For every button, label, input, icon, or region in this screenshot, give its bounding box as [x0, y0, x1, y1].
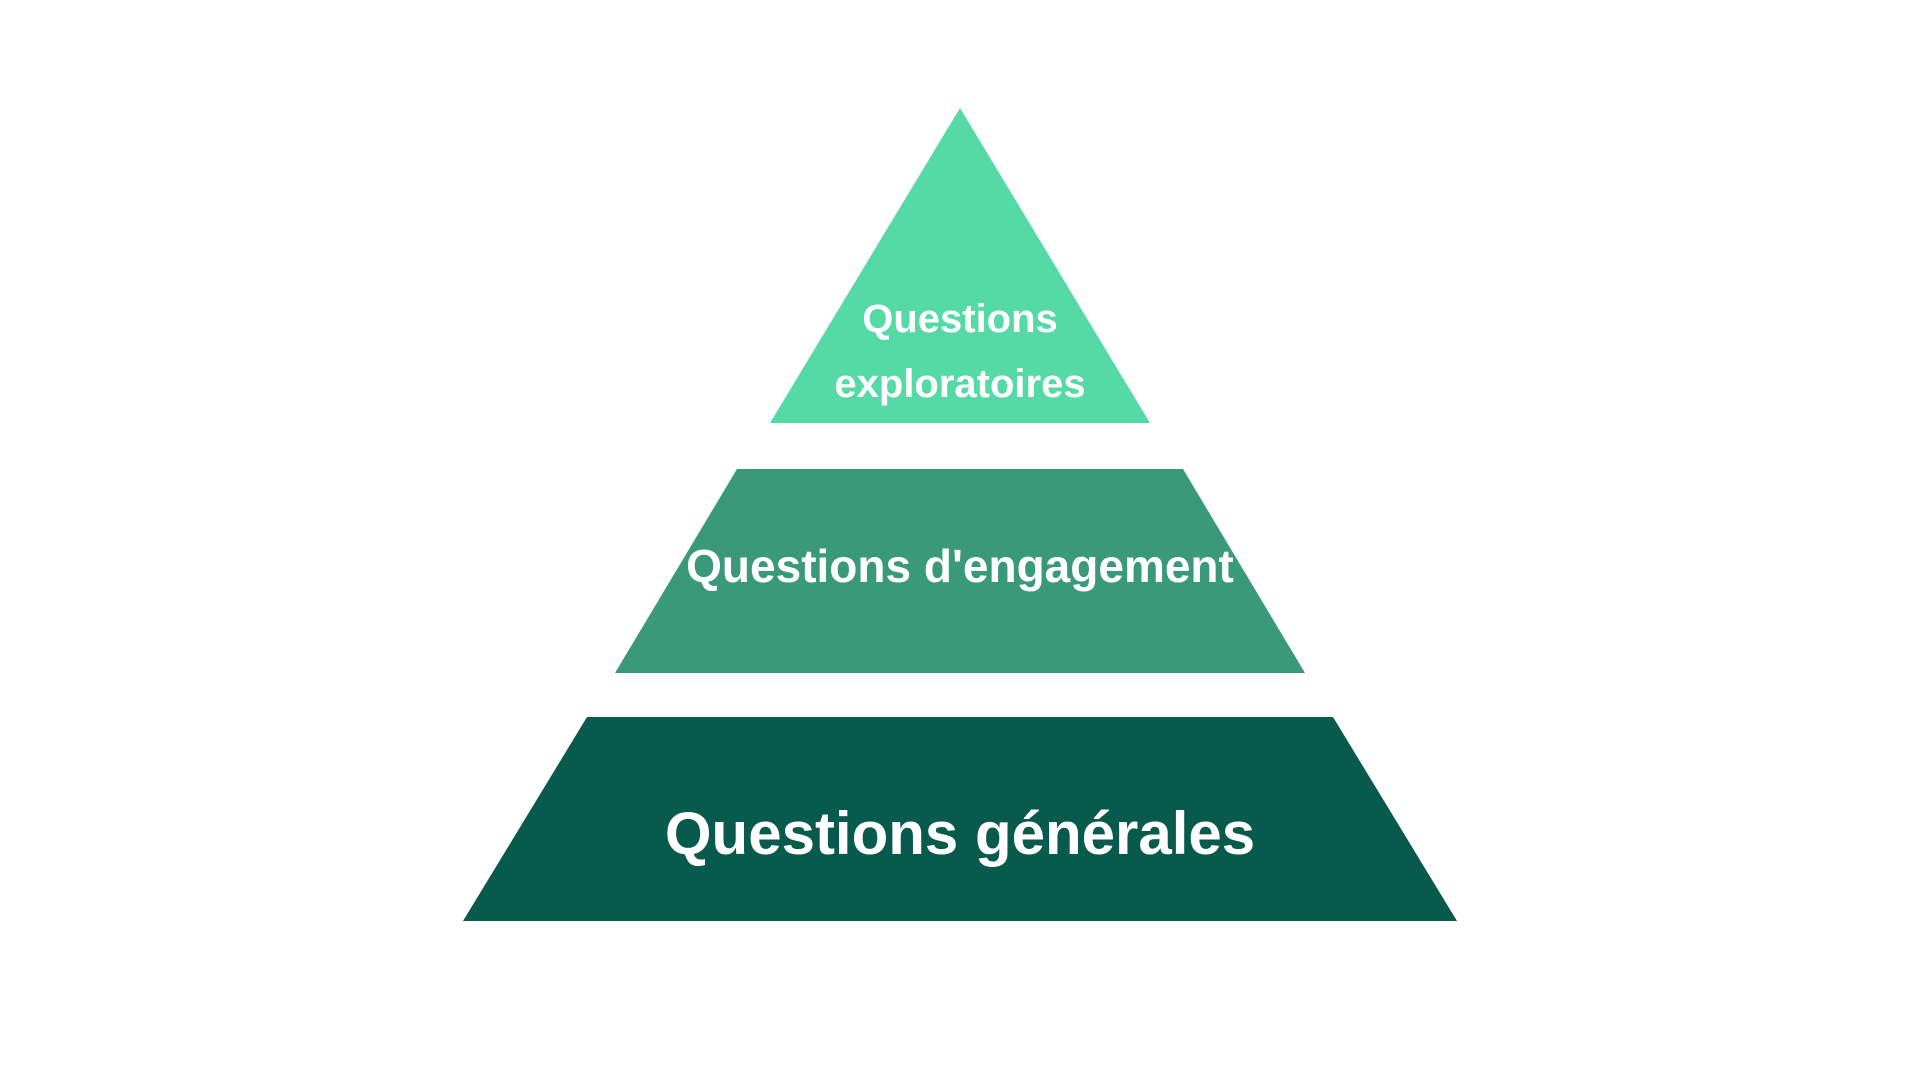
tier-general-label: Questions générales	[665, 800, 1255, 867]
tier-exploratory-label-line1: Questions	[862, 297, 1058, 341]
pyramid-tier-general	[463, 717, 1457, 921]
tier-engagement-label: Questions d'engagement	[686, 540, 1234, 592]
tier-exploratory-label-line2: exploratoires	[834, 362, 1085, 406]
pyramid-tier-exploratory	[770, 108, 1150, 423]
pyramid-tier-engagement	[615, 469, 1305, 673]
